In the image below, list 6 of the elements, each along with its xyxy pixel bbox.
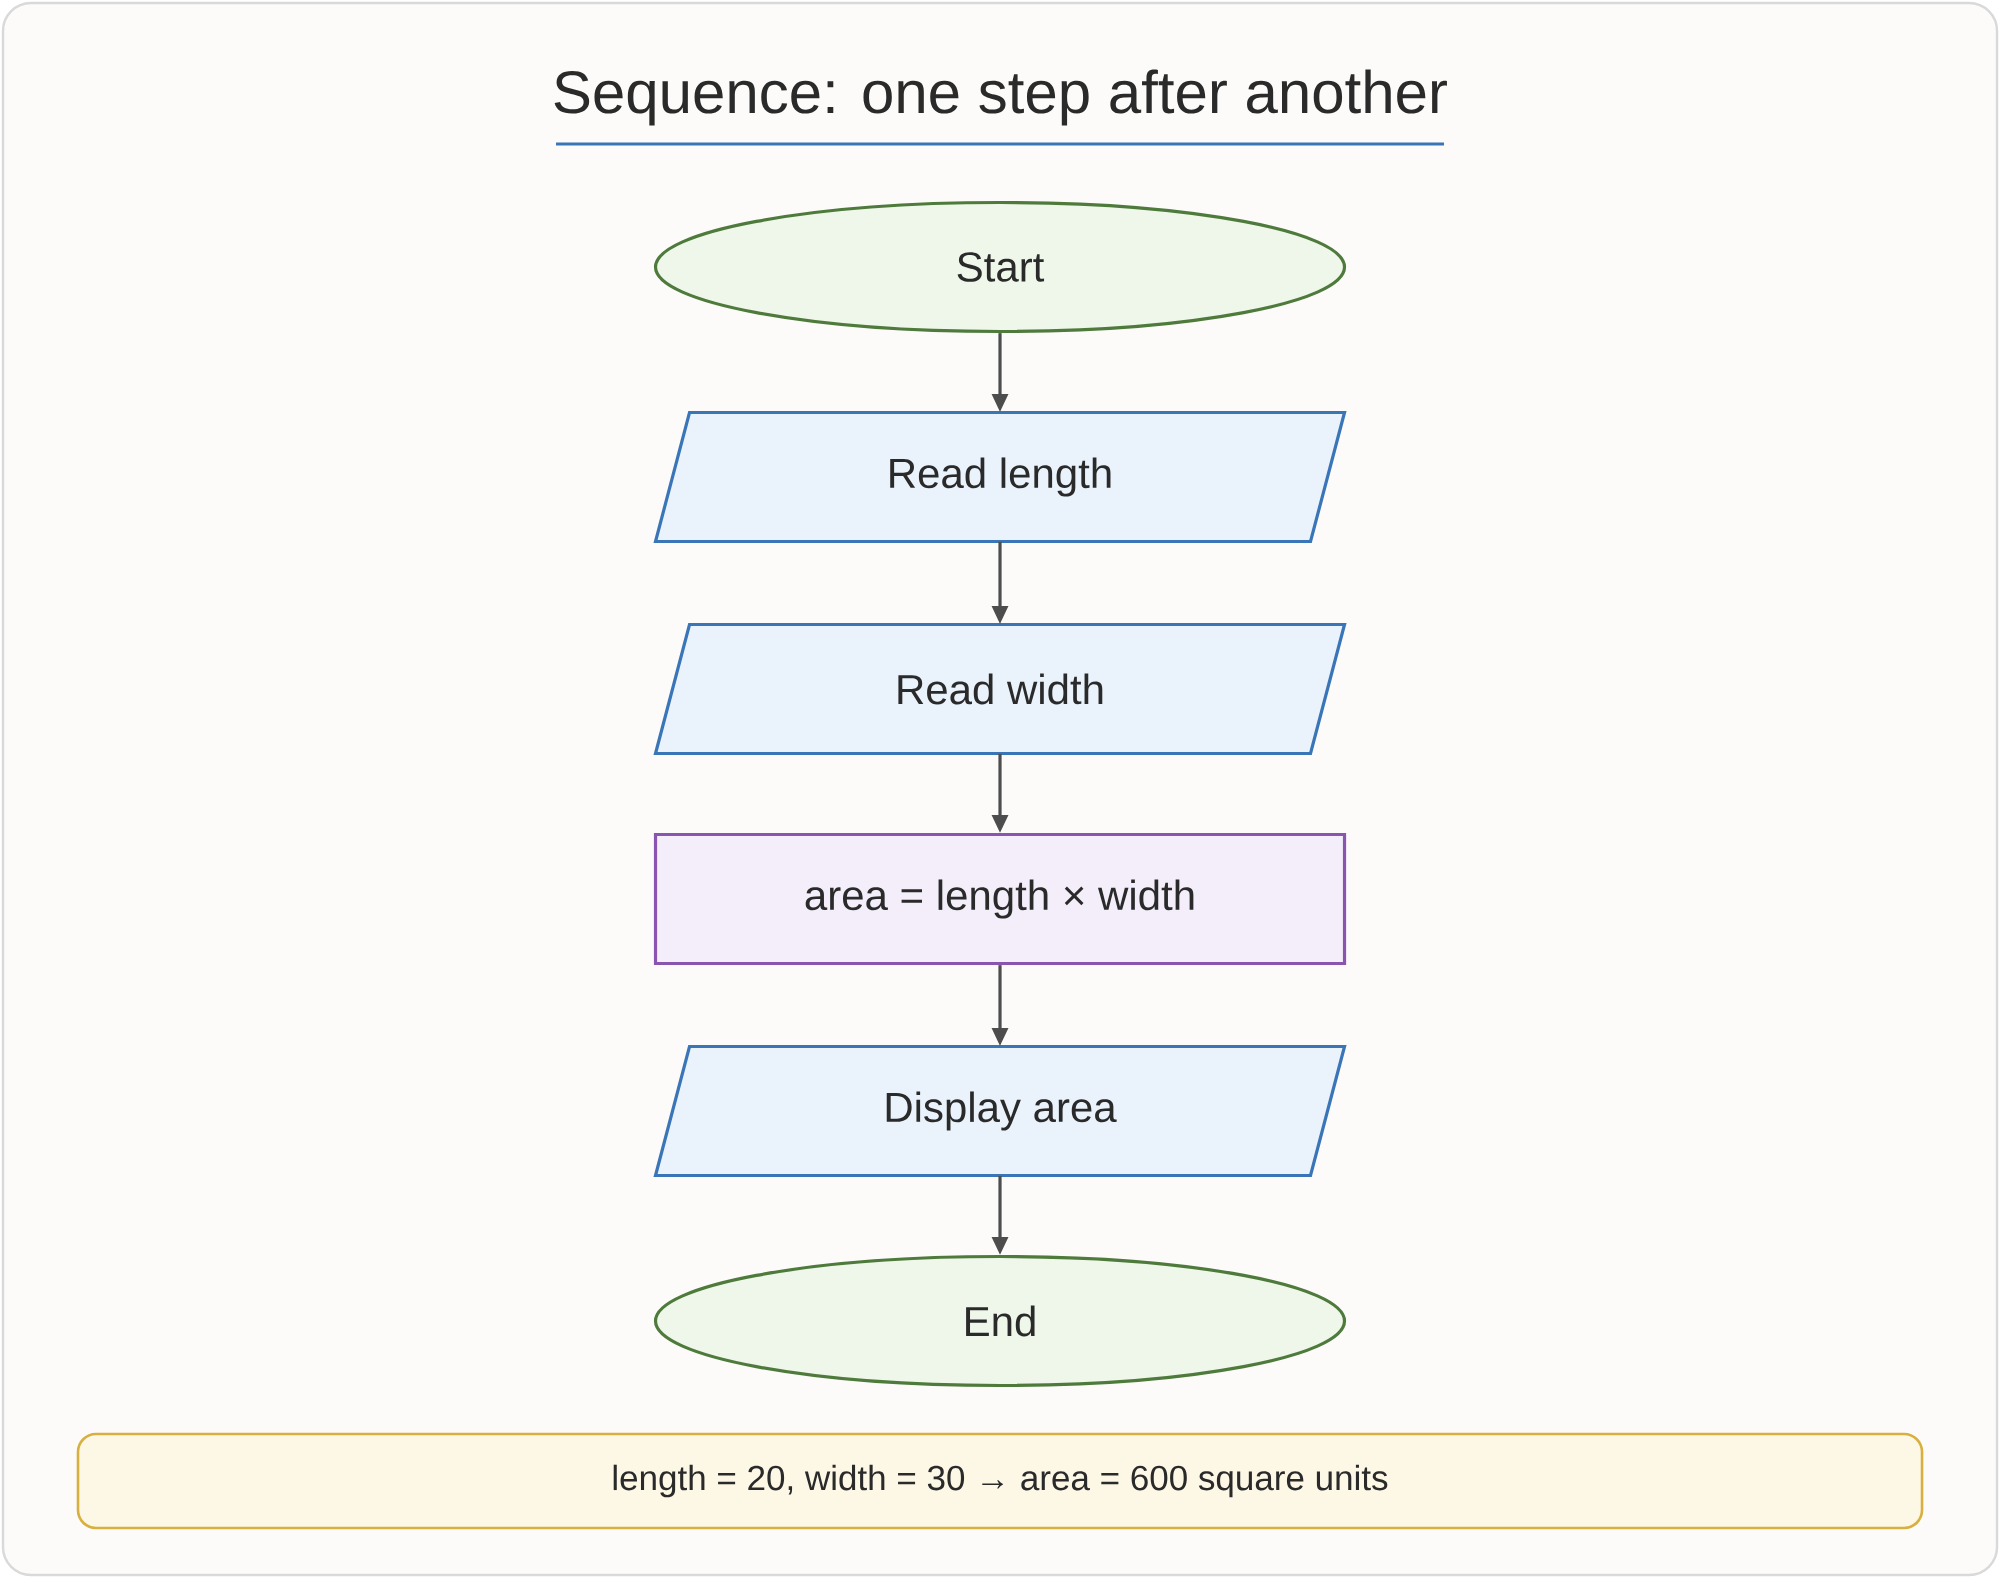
process-box: area = length × width (653, 832, 1347, 966)
result-note-box: length = 20, width = 30 → area = 600 square units (76, 1432, 1924, 1530)
input-output-parallelogram: Display area (653, 1044, 1347, 1178)
input-output-parallelogram: Read width (653, 622, 1347, 756)
title: Sequence: one step after another (554, 69, 1447, 126)
input-output-parallelogram: Read length (653, 410, 1347, 544)
